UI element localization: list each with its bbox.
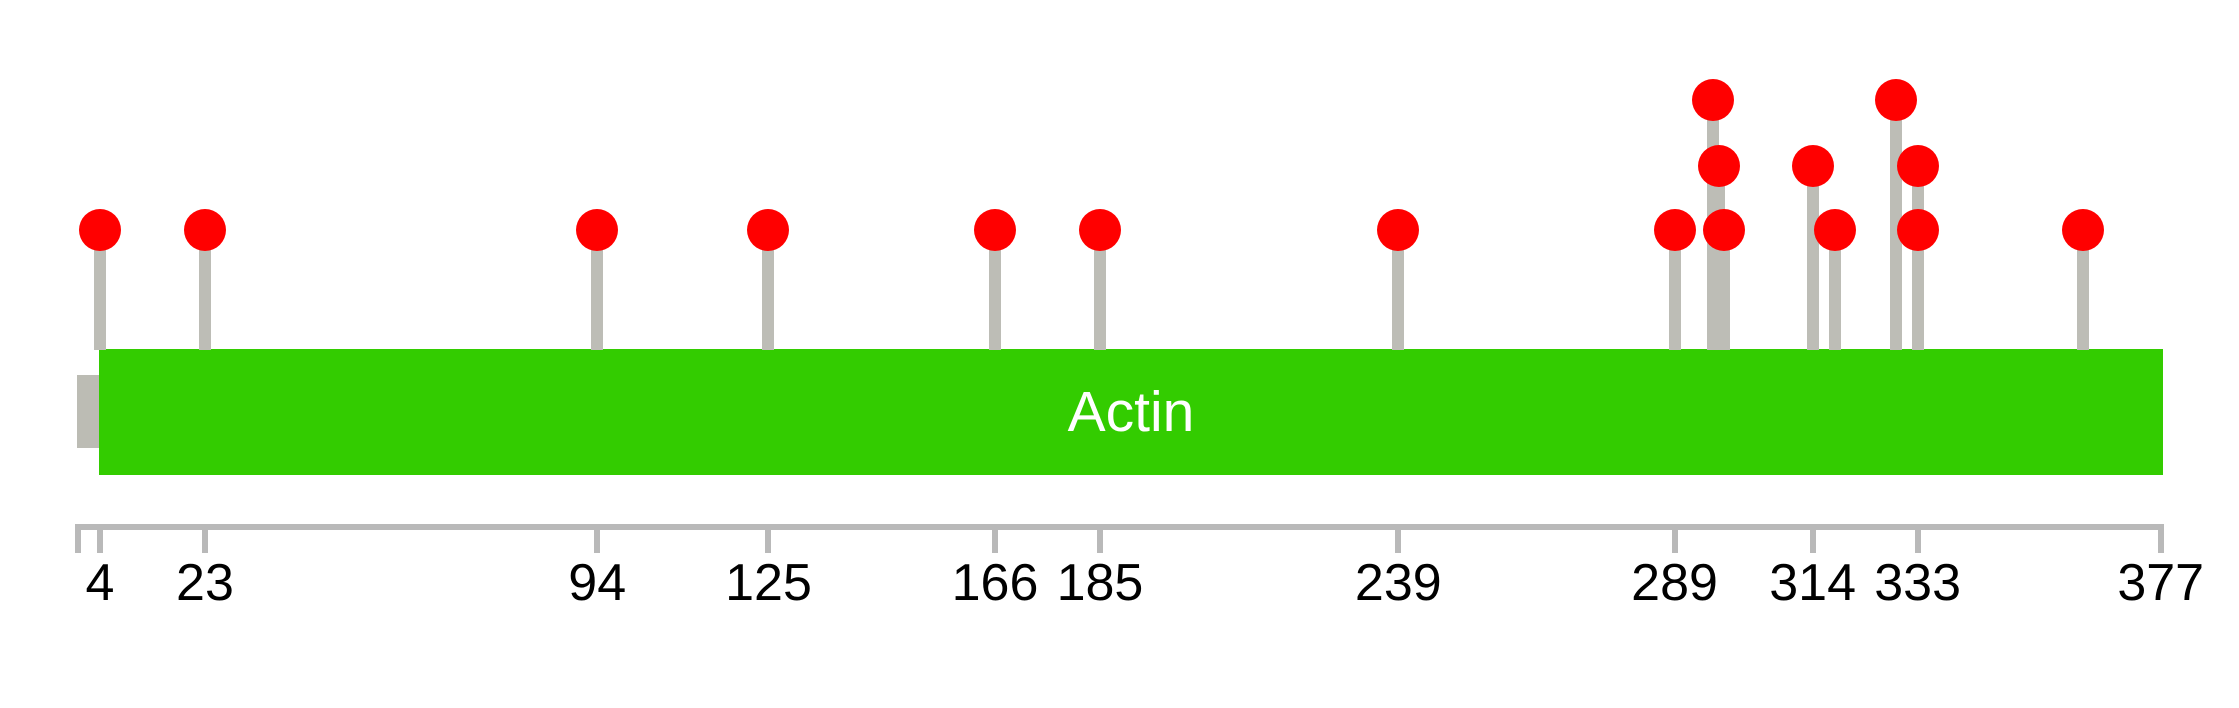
axis-tick <box>1671 524 1678 553</box>
mutation-marker <box>1703 209 1746 251</box>
axis-tick-label: 94 <box>568 554 627 612</box>
mutation-marker <box>1896 145 1939 187</box>
protein-backbone <box>77 375 100 448</box>
mutation-marker <box>78 209 121 251</box>
axis-tick-label: 314 <box>1769 554 1857 612</box>
x-axis-line <box>75 524 2164 530</box>
axis-tick-label: 4 <box>85 554 115 612</box>
axis-tick-label: 166 <box>951 554 1039 612</box>
mutation-stem <box>2077 230 2090 350</box>
axis-tick-label: 23 <box>176 554 234 612</box>
mutation-stem <box>1668 230 1681 350</box>
mutation-marker <box>1813 209 1856 251</box>
mutation-marker <box>183 209 226 251</box>
mutation-stem <box>1718 230 1731 350</box>
mutation-stem <box>1828 230 1841 350</box>
mutation-stem <box>591 230 604 350</box>
axis-tick <box>1096 524 1103 553</box>
mutation-stem <box>1093 230 1106 350</box>
axis-tick <box>765 524 772 553</box>
mutation-marker <box>1653 209 1696 251</box>
axis-tick <box>1914 524 1921 553</box>
mutation-stem <box>1806 166 1819 350</box>
mutation-marker <box>1078 209 1121 251</box>
domain-label: Actin <box>1067 379 1195 444</box>
mutation-marker <box>1697 145 1740 187</box>
axis-tick <box>594 524 601 553</box>
mutation-stem <box>93 230 106 350</box>
mutation-marker <box>747 209 790 251</box>
axis-tick <box>74 524 81 553</box>
axis-tick <box>1809 524 1816 553</box>
axis-tick-label: 185 <box>1056 554 1144 612</box>
mutation-stem <box>1392 230 1405 350</box>
axis-tick-label: 239 <box>1354 554 1442 612</box>
mutation-marker <box>1377 209 1420 251</box>
mutation-marker <box>1874 79 1917 121</box>
axis-tick <box>96 524 103 553</box>
mutation-stem <box>989 230 1001 350</box>
mutation-marker <box>2062 209 2105 251</box>
mutation-marker <box>1791 145 1834 187</box>
mutation-stem <box>198 230 211 350</box>
mutation-marker <box>974 209 1016 251</box>
mutation-marker <box>1896 209 1939 251</box>
axis-tick-label: 377 <box>2117 554 2205 612</box>
axis-tick <box>2157 524 2164 553</box>
axis-tick-label: 125 <box>725 554 812 612</box>
axis-tick-label: 333 <box>1874 554 1962 612</box>
mutation-marker <box>576 209 619 251</box>
mutation-stem <box>1911 230 1924 350</box>
axis-tick <box>992 524 998 553</box>
axis-tick <box>1395 524 1402 553</box>
axis-tick-label: 289 <box>1631 554 1718 612</box>
axis-tick <box>201 524 208 553</box>
mutation-marker <box>1692 79 1735 121</box>
domain-bar-actin: Actin <box>99 349 2163 475</box>
mutation-stem <box>762 230 775 350</box>
